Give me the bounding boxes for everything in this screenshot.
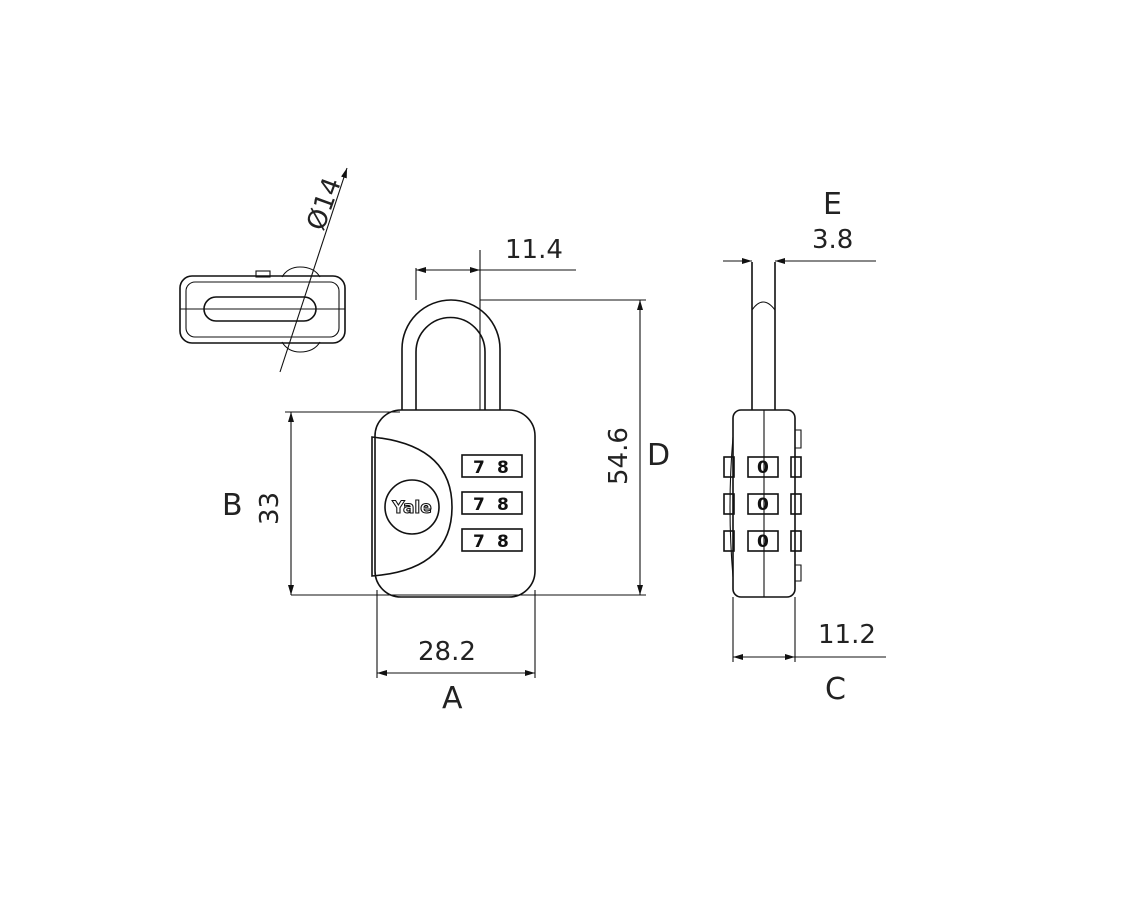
yale-logo: Yale	[391, 498, 432, 518]
shackle-thickness-letter: E	[823, 187, 842, 222]
top-view: Ø14	[179, 167, 348, 373]
shackle-thickness-label: 3.8	[812, 225, 853, 255]
body-depth-letter: C	[825, 672, 846, 707]
body-height-label: 33	[255, 492, 285, 525]
side-dial-digit: 0	[757, 458, 769, 478]
combination-dials: 7 8 7 8 7 8	[461, 454, 523, 552]
shackle-diameter-label: Ø14	[301, 174, 348, 235]
body-face-plate	[371, 436, 453, 577]
overall-height-letter: D	[647, 438, 670, 473]
shackle-inner	[415, 316, 486, 410]
dial-window	[461, 528, 523, 552]
body-depth-label: 11.2	[818, 620, 876, 650]
dial-digit: 7	[473, 495, 485, 515]
top-view-shackle-slot	[203, 296, 317, 322]
logo-circle	[384, 479, 440, 535]
body-height-letter: B	[222, 488, 243, 523]
front-view: Yale 7 8 7 8 7 8 11.4	[222, 235, 670, 716]
shackle-outer	[401, 299, 501, 410]
body-width-letter: A	[442, 681, 463, 716]
lock-body	[374, 409, 536, 598]
shackle-clearance-label: 11.4	[505, 235, 563, 265]
body-width-label: 28.2	[418, 637, 476, 667]
side-shackle-curve	[751, 301, 776, 311]
dial-digit: 8	[497, 458, 509, 478]
dial-row: 7 8	[461, 454, 523, 478]
diameter-leader	[279, 167, 348, 373]
dial-row: 7 8	[461, 491, 523, 515]
top-view-latch	[255, 270, 271, 278]
side-shackle	[751, 262, 776, 410]
dial-row: 7 8	[461, 528, 523, 552]
side-dial-digit: 0	[757, 495, 769, 515]
dial-digit: 7	[473, 458, 485, 478]
dial-digit: 8	[497, 532, 509, 552]
dial-window	[461, 454, 523, 478]
overall-height-label: 54.6	[604, 427, 634, 485]
side-dial-digit: 0	[757, 532, 769, 552]
side-dials: 0 0 0	[723, 456, 802, 552]
dial-window	[461, 491, 523, 515]
side-view: 0 0 0 3.8 E 11.2 C	[723, 187, 886, 707]
dial-digit: 8	[497, 495, 509, 515]
dial-digit: 7	[473, 532, 485, 552]
top-view-knob	[281, 266, 321, 353]
